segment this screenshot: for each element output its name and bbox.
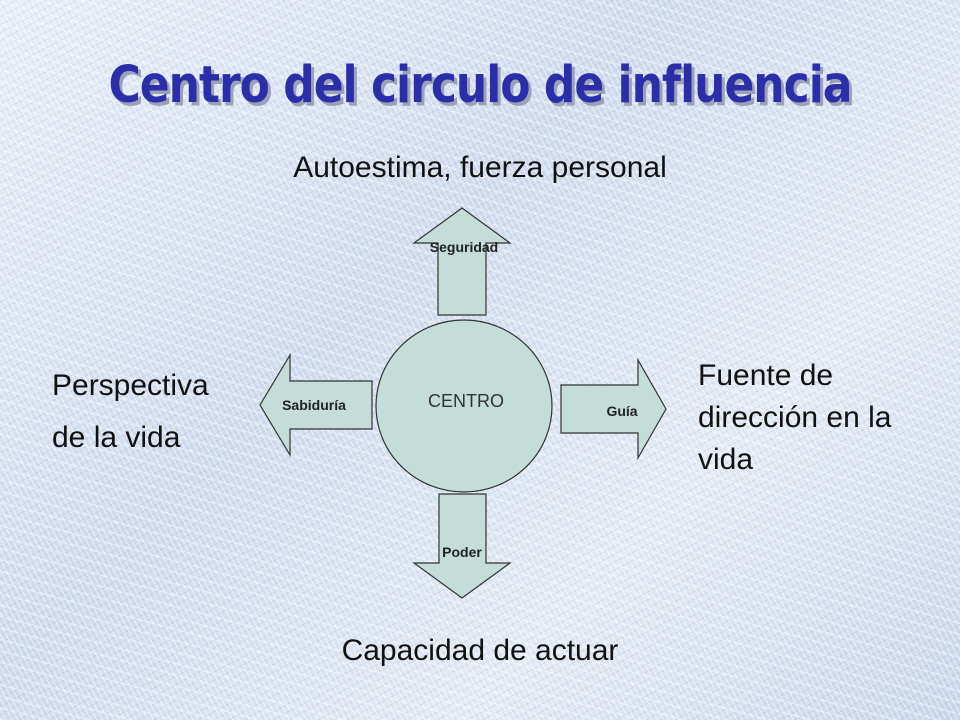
label-perspectiva-line2: de la vida [52,421,181,454]
arrow-right-shape [560,357,667,461]
arrow-down-shape [412,493,512,599]
slide-title: Centro del circulo de influencia [108,56,852,115]
label-fuente-line3: vida [698,443,754,476]
label-fuente-line1: Fuente de [698,359,834,392]
center-circle [375,319,553,493]
label-fuente-line2: dirección en la [698,401,892,434]
label-perspectiva: Perspectiva de la vida [52,360,272,464]
arrow-down-label: Poder [442,544,482,560]
label-capacidad: Capacidad de actuar [341,634,619,667]
label-autoestima: Autoestima, fuerza personal [293,151,667,184]
center-label: CENTRO [428,391,504,411]
arrow-left-label: Sabiduría [282,397,346,413]
arrow-right-label: Guía [606,403,637,419]
arrow-left-shape [259,352,373,458]
label-perspectiva-line1: Perspectiva [52,369,209,402]
label-fuente-direccion: Fuente de dirección en la vida [698,355,948,481]
arrow-up-shape [412,207,512,316]
arrow-up-label: Seguridad [430,239,498,255]
